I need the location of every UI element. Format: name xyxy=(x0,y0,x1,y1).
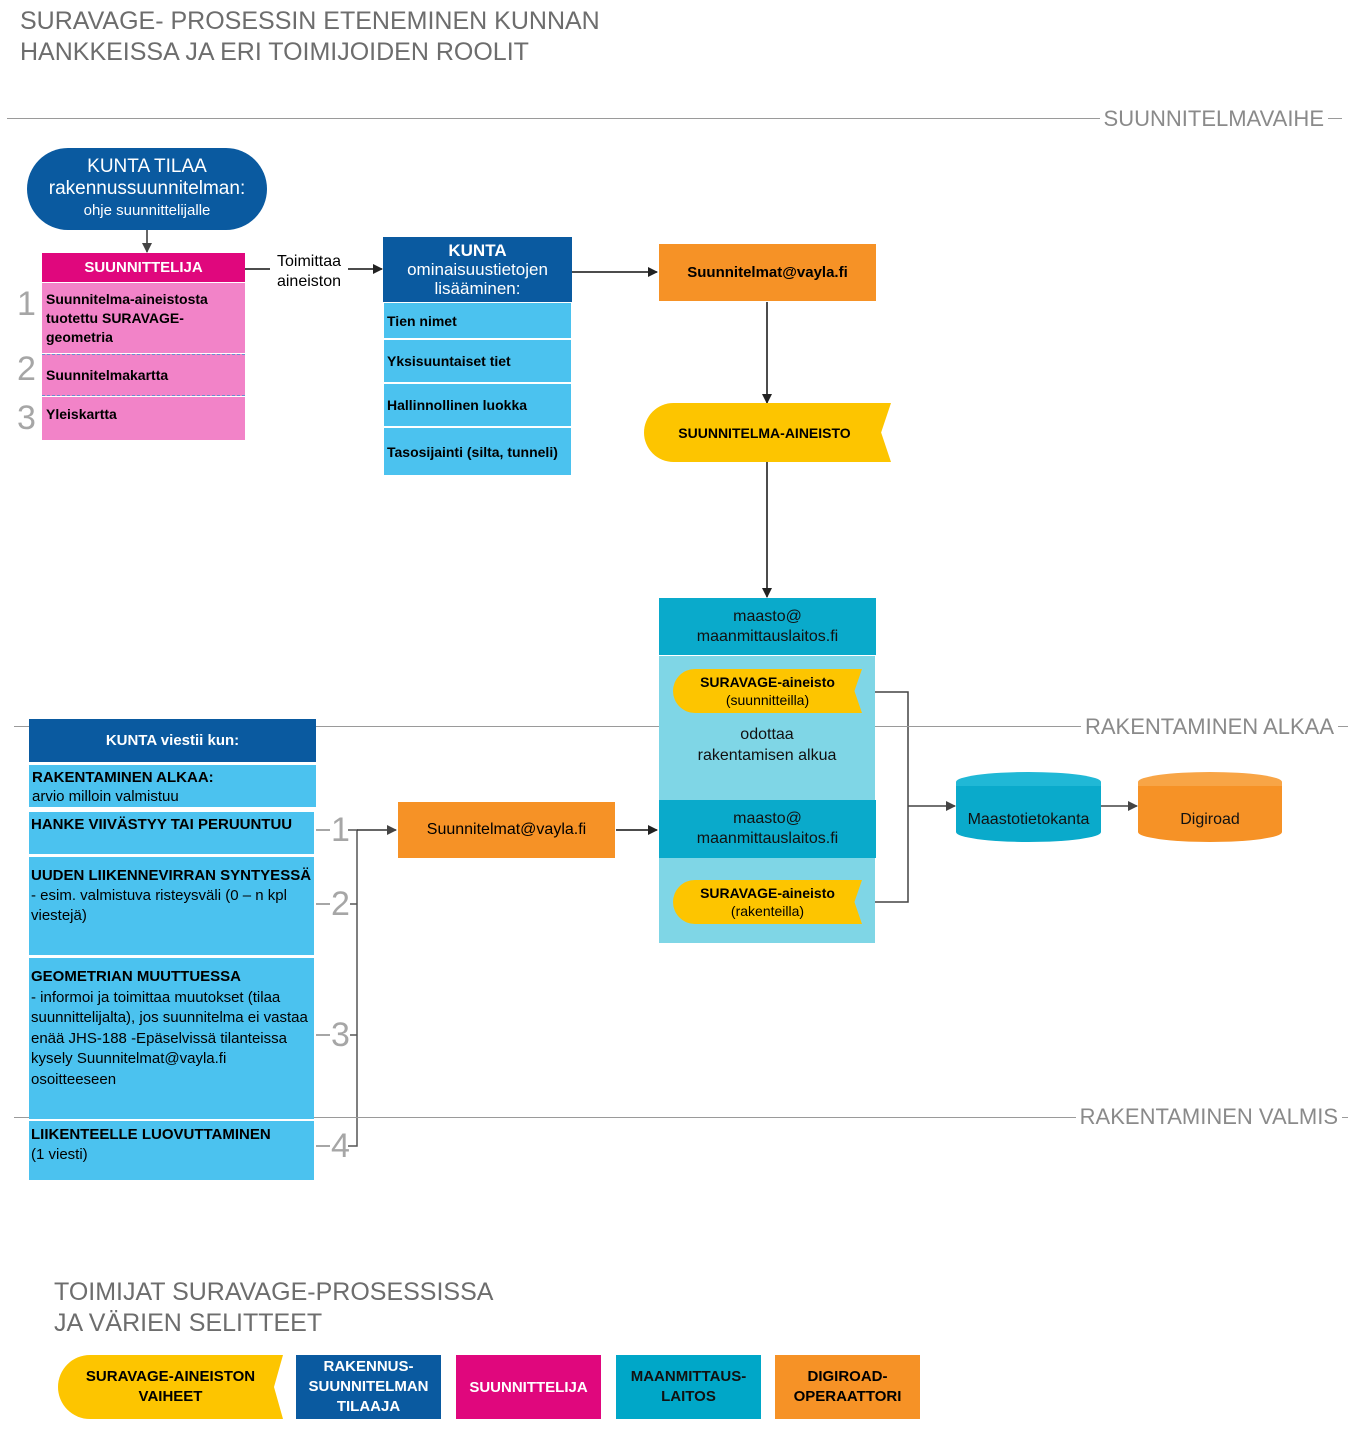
legend-item-orderer: RAKENNUS- SUUNNITELMAN TILAAJA xyxy=(296,1355,441,1419)
waiting-label: odottaa rakentamisen alkua xyxy=(674,724,860,766)
legend-item-digiroad: DIGIROAD- OPERAATTORI xyxy=(775,1355,920,1419)
phase-line-construction-done xyxy=(14,1117,1348,1118)
suravage-building-node: SURAVAGE-aineisto (rakenteilla) xyxy=(673,880,862,924)
message-bracket xyxy=(348,829,358,1147)
suravage-planned-title: SURAVAGE-aineisto xyxy=(700,674,835,690)
digiroad-database-label: Digiroad xyxy=(1180,811,1240,828)
connector-building-to-db xyxy=(860,806,909,903)
message-item-2-body: - esim. valmistuva risteysväli (0 – n kp… xyxy=(31,887,287,924)
phase-label-construction-start: RAKENTAMINEN ALKAA xyxy=(1081,715,1338,739)
designer-item-1: Suunnitelma-aineistosta tuotettu SURAVAG… xyxy=(42,283,245,353)
kunta-attributes-title: KUNTA xyxy=(448,241,507,260)
kunta-order-line3: ohje suunnittelijalle xyxy=(83,202,211,219)
suravage-building-title: SURAVAGE-aineisto xyxy=(700,885,835,901)
legend-title: TOIMIJAT SURAVAGE-PROSESSISSA JA VÄRIEN … xyxy=(54,1277,654,1339)
kunta-attributes-subtitle: ominaisuustietojen lisääminen: xyxy=(407,260,548,298)
attribute-item-1: Tien nimet xyxy=(384,303,571,338)
message-item-3-body: - informoi ja toimittaa muutokset (tilaa… xyxy=(31,988,308,1088)
mml-email-top: maasto@ maanmittauslaitos.fi xyxy=(659,598,876,655)
designer-item-2: Suunnitelmakartta xyxy=(42,354,245,396)
designer-num-3: 3 xyxy=(17,399,36,437)
kunta-messages-header: KUNTA viestii kun: xyxy=(29,719,316,762)
suravage-building-sub: (rakenteilla) xyxy=(730,903,805,919)
message-item-3-title: GEOMETRIAN MUUTTUESSA xyxy=(31,968,241,985)
designer-item-2-label: Suunnitelmakartta xyxy=(46,367,169,383)
designer-item-3: Yleiskartta xyxy=(42,397,245,440)
terrain-database: Maastotietokanta xyxy=(956,772,1101,842)
legend-title-line1: TOIMIJAT SURAVAGE-PROSESSISSA xyxy=(54,1278,494,1306)
message-item-2-title: UUDEN LIIKENNEVIRRAN SYNTYESSÄ xyxy=(31,867,312,884)
message-item-1: HANKE VIIVÄSTYY TAI PERUUNTUU xyxy=(29,812,314,854)
designer-item-1-label: Suunnitelma-aineistosta tuotettu SURAVAG… xyxy=(46,291,208,345)
message-item-start: RAKENTAMINEN ALKAA: arvio milloin valmis… xyxy=(29,765,316,807)
message-item-3: GEOMETRIAN MUUTTUESSA - informoi ja toim… xyxy=(29,958,314,1119)
message-item-1-title: HANKE VIIVÄSTYY TAI PERUUNTUU xyxy=(31,816,293,833)
delivers-label: Toimittaa aineiston xyxy=(270,252,348,292)
designer-num-2: 2 xyxy=(17,350,36,388)
legend-item-suravage: SURAVAGE-AINEISTON VAIHEET xyxy=(58,1355,283,1419)
message-num-2: 2 xyxy=(331,885,350,923)
kunta-attributes-header: KUNTA ominaisuustietojen lisääminen: xyxy=(383,237,572,302)
message-num-3: 3 xyxy=(331,1016,350,1054)
phase-label-construction-done: RAKENTAMINEN VALMIS xyxy=(1075,1105,1342,1129)
kunta-order-line2: rakennussuunnitelman: xyxy=(48,178,246,199)
email-suunnitelmat-messages: Suunnitelmat@vayla.fi xyxy=(398,802,615,858)
legend-item-mml: MAANMITTAUS- LAITOS xyxy=(616,1355,761,1419)
message-item-4-title: LIIKENTEELLE LUOVUTTAMINEN xyxy=(31,1126,271,1143)
message-item-start-title: RAKENTAMINEN ALKAA: xyxy=(32,769,214,786)
connector-planned-to-db xyxy=(860,691,909,806)
attribute-item-3: Hallinnollinen luokka xyxy=(384,384,571,426)
phase-label-design: SUUNNITELMAVAIHE xyxy=(1099,107,1328,131)
suravage-planned-sub: (suunnitteilla) xyxy=(725,692,810,708)
message-num-1: 1 xyxy=(331,811,350,849)
kunta-order-node: KUNTA TILAA rakennussuunnitelman: ohje s… xyxy=(27,148,267,230)
message-item-2: UUDEN LIIKENNEVIRRAN SYNTYESSÄ - esim. v… xyxy=(29,857,314,955)
page-title-line1: SURAVAGE- PROSESSIN ETENEMINEN KUNNAN xyxy=(20,7,600,35)
email-suunnitelmat-top: Suunnitelmat@vayla.fi xyxy=(659,244,876,301)
phase-line-design xyxy=(7,118,1342,119)
plan-material-node: SUUNNITELMA-AINEISTO xyxy=(644,403,891,462)
message-item-start-body: arvio milloin valmistuu xyxy=(32,788,179,805)
page-title-line2: HANKKEISSA JA ERI TOIMIJOIDEN ROOLIT xyxy=(20,38,529,66)
suravage-planned-node: SURAVAGE-aineisto (suunnitteilla) xyxy=(673,669,862,713)
designer-num-1: 1 xyxy=(17,285,36,323)
terrain-database-label: Maastotietokanta xyxy=(967,811,1090,828)
designer-header: SUUNNITTELIJA xyxy=(42,253,245,282)
digiroad-database: Digiroad xyxy=(1138,772,1282,842)
message-num-4: 4 xyxy=(331,1127,350,1165)
kunta-order-line1: KUNTA TILAA xyxy=(87,156,207,177)
message-item-4: LIIKENTEELLE LUOVUTTAMINEN (1 viesti) xyxy=(29,1121,314,1180)
page-title: SURAVAGE- PROSESSIN ETENEMINEN KUNNAN HA… xyxy=(20,6,720,68)
attribute-item-4: Tasosijainti (silta, tunneli) xyxy=(384,428,571,475)
legend-item-designer: SUUNNITTELIJA xyxy=(456,1355,601,1419)
attribute-item-2: Yksisuuntaiset tiet xyxy=(384,340,571,382)
designer-item-3-label: Yleiskartta xyxy=(46,406,117,422)
message-item-4-body: (1 viesti) xyxy=(31,1146,88,1163)
legend-title-line2: JA VÄRIEN SELITTEET xyxy=(54,1309,323,1337)
mml-email-bottom: maasto@ maanmittauslaitos.fi xyxy=(659,800,876,858)
